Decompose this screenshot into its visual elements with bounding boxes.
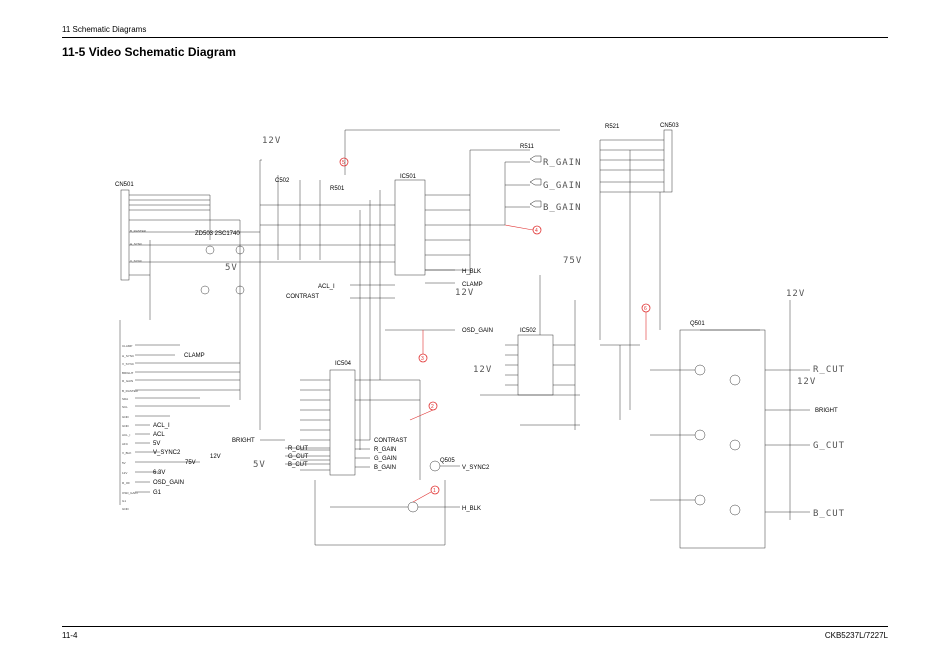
- voltage-labels: 12V 5V 5V 12V 12V 75V 12V 12V: [225, 136, 816, 470]
- svg-text:G1: G1: [122, 499, 126, 503]
- svg-text:C502: C502: [275, 178, 290, 184]
- svg-text:GND: GND: [122, 415, 130, 419]
- clamp-out-label: CLAMP: [184, 353, 205, 359]
- red-callouts: 5 4 3 6 2 1: [339, 157, 651, 503]
- voltage-12v-right: 12V: [786, 289, 805, 299]
- r-cut-in-label: R_CUT: [288, 446, 308, 452]
- svg-text:V_SYNC: V_SYNC: [130, 259, 143, 263]
- header-rule: [62, 37, 888, 38]
- svg-text:R_GAIN: R_GAIN: [122, 379, 133, 383]
- svg-text:R521: R521: [605, 124, 620, 130]
- g-gain-out-label: G_GAIN: [374, 456, 397, 462]
- svg-text:H_SYNC: H_SYNC: [130, 242, 143, 246]
- svg-text:SCL: SCL: [122, 405, 128, 409]
- svg-text:GND: GND: [122, 424, 130, 428]
- voltage-5v-left: 5V: [225, 263, 238, 273]
- bright-right-label: BRIGHT: [815, 408, 838, 414]
- ic-top-connectors: R_GAIN G_GAIN B_GAIN H_BLK CLAMP OSD_GAI…: [462, 155, 582, 334]
- left-mid-connectors: CLAMP ACL_I CONTRAST BRIGHT: [184, 284, 335, 444]
- b-gain-label: B_GAIN: [543, 203, 582, 213]
- svg-text:3: 3: [421, 356, 424, 362]
- footer-rule: [62, 626, 888, 627]
- svg-text:2: 2: [431, 404, 434, 410]
- page-number: 11-4: [62, 631, 78, 640]
- b-cut-in-label: B_CUT: [288, 462, 308, 468]
- svg-text:B_RASTER: B_RASTER: [130, 229, 147, 233]
- svg-text:V_BLK: V_BLK: [122, 451, 131, 455]
- osd-gain-out-label: OSD_GAIN: [153, 480, 184, 486]
- r-cut-right-label: R_CUT: [813, 365, 845, 375]
- voltage-12v-top: 12V: [262, 136, 281, 146]
- svg-text:BRIGHT: BRIGHT: [122, 371, 134, 375]
- h-blk-center-label: H_BLK: [462, 506, 481, 512]
- svg-text:CLAMP: CLAMP: [122, 344, 132, 348]
- voltage-12v-ic: 12V: [455, 288, 474, 298]
- voltage-12v-right2: 12V: [797, 377, 816, 387]
- svg-text:4: 4: [535, 228, 538, 234]
- 75v-out-label: 75V: [185, 460, 196, 466]
- svg-text:R501: R501: [330, 186, 345, 192]
- g1-out-label: G1: [153, 490, 162, 496]
- 5v-out-label: 5V: [153, 441, 160, 447]
- bright-left-label: BRIGHT: [232, 438, 255, 444]
- clamp-label: CLAMP: [462, 282, 483, 288]
- left-bottom-connectors: ACL_I ACL 5V V_SYNC2 12V 75V 6.3V OSD_GA…: [153, 423, 221, 496]
- svg-text:B_RASTER: B_RASTER: [122, 389, 139, 393]
- svg-text:GND: GND: [122, 507, 130, 511]
- v-sync2-center-label: V_SYNC2: [462, 465, 490, 471]
- svg-text:SDA: SDA: [122, 397, 128, 401]
- b-gain-out-label: B_GAIN: [374, 465, 396, 471]
- contrast-left-label: CONTRAST: [286, 294, 319, 300]
- svg-text:ZD503 2SC1740: ZD503 2SC1740: [195, 231, 240, 237]
- model-number: CKB5237L/7227L: [824, 631, 888, 640]
- g-cut-in-label: G_CUT: [288, 454, 309, 460]
- svg-text:ACL_I: ACL_I: [122, 433, 131, 437]
- svg-text:5V: 5V: [122, 461, 126, 465]
- svg-text:12V: 12V: [122, 471, 127, 475]
- svg-text:OSD_GAIN: OSD_GAIN: [122, 491, 138, 495]
- r-gain-out-label: R_GAIN: [374, 447, 396, 453]
- voltage-5v-bottom: 5V: [253, 460, 266, 470]
- svg-text:R511: R511: [520, 144, 535, 150]
- section-header: 11 Schematic Diagrams: [62, 25, 147, 34]
- v-sync2-out-label: V_SYNC2: [153, 450, 181, 456]
- svg-text:CN503: CN503: [660, 123, 679, 129]
- acl-out-label: ACL: [153, 432, 165, 438]
- svg-text:5: 5: [342, 160, 345, 166]
- svg-text:IC504: IC504: [335, 361, 352, 367]
- svg-text:IC502: IC502: [520, 328, 537, 334]
- svg-text:H_SYNC: H_SYNC: [122, 354, 135, 358]
- voltage-75v: 75V: [563, 256, 582, 266]
- h-blk-label: H_BLK: [462, 269, 481, 275]
- page-title: 11-5 Video Schematic Diagram: [62, 45, 236, 59]
- 6-3v-out-label: 6.3V: [153, 470, 165, 476]
- r-gain-label: R_GAIN: [543, 158, 582, 168]
- voltage-12v-mid: 12V: [473, 365, 492, 375]
- acl-i-out-label: ACL_I: [153, 423, 170, 429]
- svg-text:6: 6: [644, 306, 647, 312]
- svg-text:R_OF: R_OF: [122, 481, 130, 485]
- acl-i-label: ACL_I: [318, 284, 335, 290]
- svg-text:Q505: Q505: [440, 458, 455, 464]
- svg-text:V_SYNC: V_SYNC: [122, 362, 135, 366]
- center-connectors: R_CUT G_CUT B_CUT CONTRAST R_GAIN G_GAIN…: [288, 438, 490, 512]
- 12v-out-label: 12V: [210, 454, 221, 460]
- b-cut-right-label: B_CUT: [813, 509, 845, 519]
- g-cut-right-label: G_CUT: [813, 441, 845, 451]
- wire-network: [119, 129, 810, 549]
- contrast-out-label: CONTRAST: [374, 438, 407, 444]
- svg-text:AFC: AFC: [122, 442, 129, 446]
- osd-gain-label: OSD_GAIN: [462, 328, 493, 334]
- right-connectors: R_CUT BRIGHT G_CUT B_CUT: [813, 365, 845, 519]
- g-gain-label: G_GAIN: [543, 181, 582, 191]
- svg-text:1: 1: [433, 488, 436, 494]
- connector-pin-labels: CLAMP H_SYNC V_SYNC BRIGHT R_GAIN B_RAST…: [122, 344, 139, 511]
- svg-text:Q501: Q501: [690, 321, 705, 327]
- svg-text:CN501: CN501: [115, 182, 134, 188]
- svg-text:IC501: IC501: [400, 174, 417, 180]
